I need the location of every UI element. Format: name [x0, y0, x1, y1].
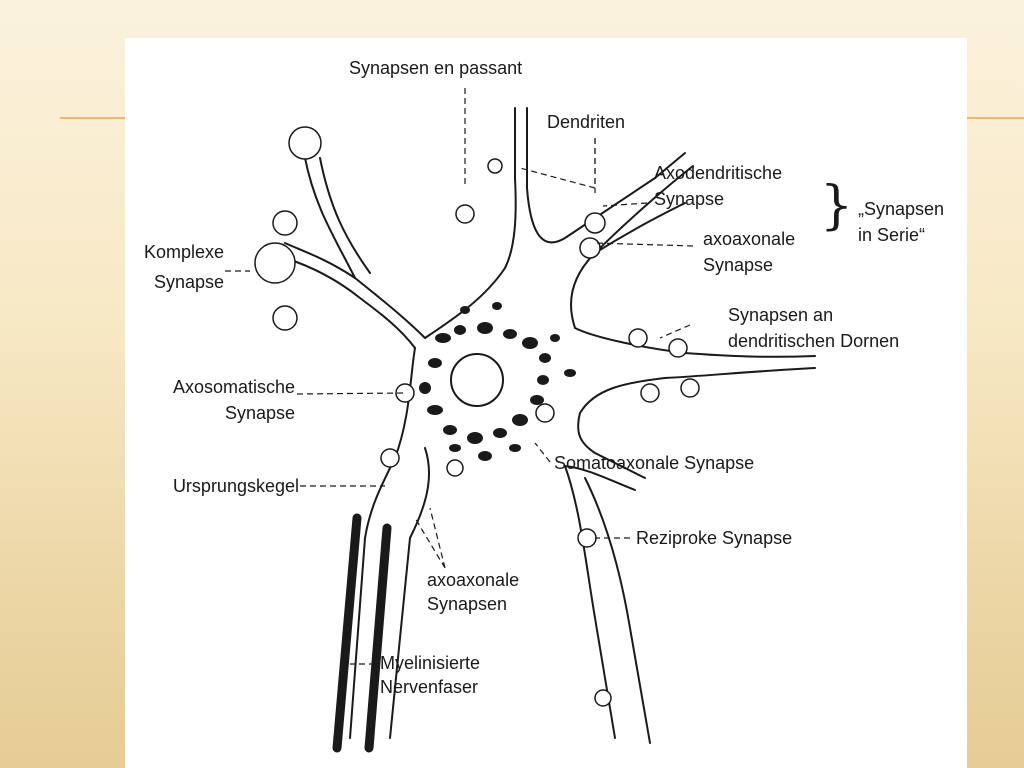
label-myelin-line1: Myelinisierte	[380, 653, 481, 673]
label-somatoaxonale: Somatoaxonale Synapse	[554, 453, 755, 473]
label-komplexe-line2: Synapse	[153, 272, 224, 292]
label-axodendritische-line1: Axodendritische	[654, 163, 783, 183]
label-dendriten: Dendriten	[547, 112, 626, 132]
label-axodendritische-line2: Synapse	[654, 189, 725, 209]
decorative-rule-right	[967, 117, 1024, 119]
label-dornen-line1: Synapsen an	[728, 305, 834, 325]
dendrite-upper-left	[284, 242, 426, 349]
neuron-drawing	[225, 88, 816, 753]
dendrite-upper-left-branch	[304, 157, 371, 279]
label-axoaxonale-top-line1: axoaxonale	[703, 229, 796, 249]
myelin-sheath	[332, 513, 362, 753]
label-ursprungskegel: Ursprungskegel	[172, 476, 299, 496]
serie-brace: }	[820, 176, 854, 236]
label-axoaxonale-bottom-line2: Synapsen	[427, 594, 508, 614]
label-reziproke: Reziproke Synapse	[636, 528, 793, 548]
soma-outline	[424, 107, 816, 491]
decorative-rule-left	[60, 117, 125, 119]
label-dornen-line2: dendritischen Dornen	[728, 331, 900, 351]
label-axosomatische-line1: Axosomatische	[172, 377, 295, 397]
dendrite-upper-right-2	[594, 202, 686, 254]
label-synapsen-in-serie-line1: „Synapsen	[858, 199, 945, 219]
nucleus	[450, 353, 504, 407]
nissl-granules	[419, 302, 576, 461]
label-komplexe-line1: Komplexe	[143, 242, 224, 262]
label-myelin-line2: Nervenfaser	[380, 677, 479, 697]
label-synapsen-in-serie-line2: in Serie“	[858, 225, 926, 245]
diagram-panel: Synapsen en passant Dendriten Axodendrit…	[125, 38, 967, 768]
label-axosomatische-line2: Synapse	[224, 403, 295, 423]
synaptic-boutons	[254, 126, 700, 707]
myelin-sheath-right	[364, 523, 392, 753]
label-axoaxonale-top-line2: Synapse	[703, 255, 774, 275]
label-synapsen-en-passant: Synapsen en passant	[349, 58, 523, 78]
label-axoaxonale-bottom-line1: axoaxonale	[427, 570, 520, 590]
leader-lines	[225, 88, 694, 665]
